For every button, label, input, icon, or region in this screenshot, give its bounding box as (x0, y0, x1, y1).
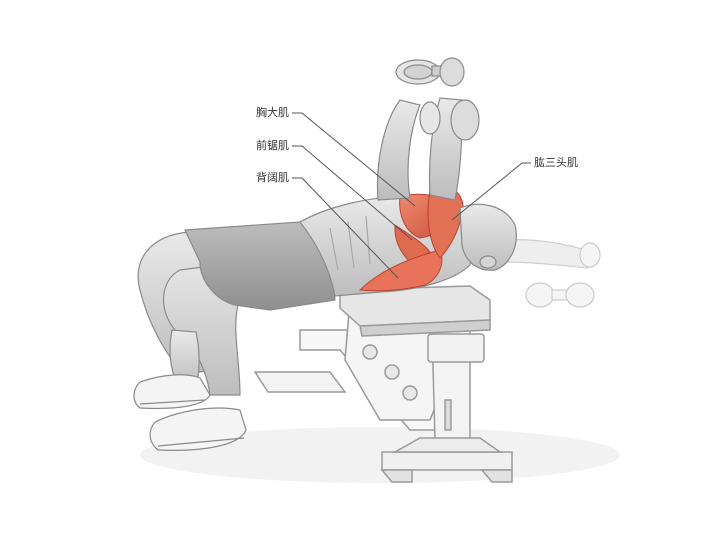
leader-lines (292, 112, 531, 279)
label-triceps: 肱三头肌 (534, 156, 578, 169)
shoes (133, 374, 247, 451)
dumbbell-faded (525, 242, 601, 308)
label-pectoralis-major: 胸大肌 (256, 106, 289, 119)
head (459, 203, 517, 271)
pectoralis-leader-line (292, 112, 416, 207)
bench (253, 285, 513, 483)
serratus-leader-line (292, 145, 413, 241)
triceps-leader-line (451, 162, 531, 221)
latissimus-dorsi-muscle (358, 249, 443, 292)
label-latissimus-dorsi: 背阔肌 (256, 171, 289, 184)
dumbbell-top (395, 57, 480, 141)
latissimus-leader-line (292, 177, 399, 279)
label-serratus-anterior: 前锯肌 (256, 139, 289, 152)
legs (137, 221, 336, 396)
